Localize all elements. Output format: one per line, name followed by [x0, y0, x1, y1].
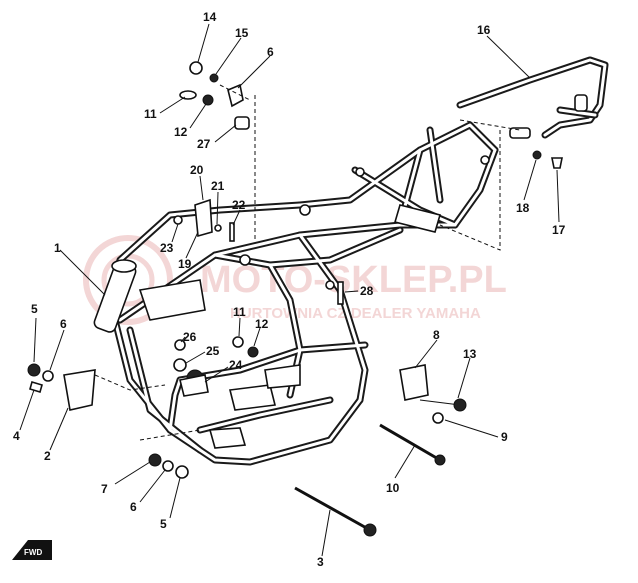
callout-6-left: 6 — [60, 317, 67, 331]
part-8-mount-plate — [399, 364, 429, 401]
leader-lines — [19, 23, 560, 557]
part-24-bracket — [179, 374, 209, 397]
callout-17: 17 — [552, 223, 566, 237]
fwd-label: FWD — [24, 548, 42, 557]
callout-20: 20 — [190, 163, 204, 177]
callout-15: 15 — [235, 26, 249, 40]
part-22-pin — [229, 222, 235, 242]
part-6-washer-left — [42, 370, 54, 382]
fwd-arrow-icon — [12, 540, 52, 560]
part-11-washer-top — [179, 90, 197, 100]
rear-grab-rail — [456, 56, 609, 139]
hardware — [27, 61, 563, 537]
part-18-nut — [532, 150, 542, 160]
callout-11-top: 11 — [144, 107, 157, 121]
assembly-lines — [94, 84, 521, 441]
part-10-bolt-head — [434, 454, 446, 466]
part-10-long-bolt — [379, 423, 441, 462]
callout-19: 19 — [178, 257, 192, 271]
part-4-bolt-left — [29, 381, 43, 393]
part-6-washer-low — [162, 460, 174, 472]
part-28-pin — [337, 281, 344, 305]
main-frame — [93, 121, 499, 466]
callout-4: 4 — [13, 429, 20, 443]
part-2-engine-mount — [63, 369, 96, 411]
callout-14: 14 — [203, 10, 217, 24]
watermark-ring — [83, 235, 173, 325]
callout-1: 1 — [54, 241, 61, 255]
part-3-bolt-head — [363, 523, 377, 537]
part-5-spacer-low — [175, 465, 189, 479]
part-14-cap — [189, 61, 203, 75]
callout-18: 18 — [516, 201, 530, 215]
part-5-nut-left — [27, 363, 41, 377]
callout-21: 21 — [211, 179, 225, 193]
forward-arrow-mark: FWD — [12, 540, 52, 560]
callout-24: 24 — [229, 358, 243, 372]
callout-8: 8 — [433, 328, 440, 342]
callout-12-mid: 12 — [255, 317, 269, 331]
watermark-main-text: MOTO-SKLEP.PL — [200, 259, 507, 301]
part-12-nut-top — [202, 94, 214, 106]
frame-tubes-highlight — [108, 123, 497, 464]
callout-5-left: 5 — [31, 302, 38, 316]
frame-brackets — [138, 155, 490, 449]
callout-6-top: 6 — [267, 45, 274, 59]
callout-13: 13 — [463, 347, 477, 361]
callout-16: 16 — [477, 23, 491, 37]
callout-26: 26 — [183, 330, 197, 344]
callout-labels: 14 15 6 11 12 27 16 18 17 20 21 22 23 19… — [13, 10, 566, 569]
callout-28: 28 — [360, 284, 374, 298]
part-12-nut-mid — [247, 346, 259, 358]
callout-6-low: 6 — [130, 500, 137, 514]
callout-27: 27 — [197, 137, 211, 151]
callout-9: 9 — [501, 430, 508, 444]
part-19-20-plate — [194, 198, 213, 238]
callout-5-low: 5 — [160, 517, 167, 531]
callout-3: 3 — [317, 555, 324, 569]
part-6-top-bracket — [227, 83, 244, 108]
part-7-nut — [148, 453, 162, 467]
part-13-bolt-shaft — [419, 399, 461, 406]
callout-2: 2 — [44, 449, 51, 463]
callout-12-top: 12 — [174, 125, 188, 139]
part-21-bolt — [214, 224, 222, 232]
part-23-screw — [173, 215, 183, 225]
part-11-washer-mid — [232, 336, 244, 348]
part-13-bolt-head — [453, 398, 467, 412]
callout-7: 7 — [101, 482, 108, 496]
callout-10: 10 — [386, 481, 400, 495]
part-26-washer — [174, 339, 186, 351]
part-15-nut — [209, 73, 219, 83]
part-25-spacer — [173, 358, 187, 372]
part-3-long-bolt — [294, 486, 371, 532]
part-27-collar — [234, 116, 250, 130]
callout-23: 23 — [160, 241, 174, 255]
part-17-bolt — [551, 157, 563, 169]
callout-25: 25 — [206, 344, 220, 358]
callout-11-mid: 11 — [233, 305, 246, 319]
steering-head — [93, 259, 137, 333]
part-9-nut — [432, 412, 444, 424]
callout-22: 22 — [232, 198, 246, 212]
